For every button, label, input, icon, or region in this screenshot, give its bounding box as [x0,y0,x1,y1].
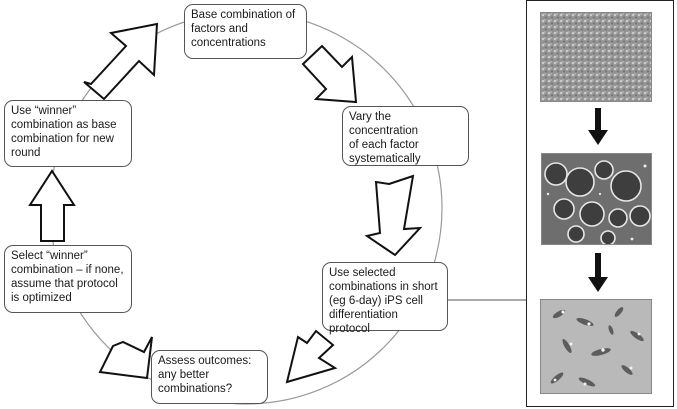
step-select-winner: Select “winner” combination – if none, a… [4,245,132,313]
ips-colony-dense-micrograph [540,12,652,102]
differentiated-cells-micrograph [540,299,652,394]
cycle-arrow-5 [98,336,153,380]
step-assess-outcomes: Assess outcomes: any better combinations… [151,350,268,404]
step-use-winner-as-base: Use “winner” combination as base combina… [4,100,132,167]
step-vary-concentration: Vary the concentration of each factor sy… [342,106,469,166]
step-base-combination: Base combination of factors and concentr… [184,4,307,59]
step-use-selected-combinations: Use selected combinations in short (eg 6… [322,262,448,335]
embryoid-body-micrograph [541,153,652,245]
panel-down-arrow-1 [588,108,608,151]
cycle-arrow-6 [28,169,76,242]
panel-down-arrow-2 [588,253,608,298]
cycle-arrow-4 [285,329,338,384]
micrograph-panel [526,0,674,407]
cycle-arrow-1 [83,22,159,101]
cycle-arrow-2 [301,44,358,104]
cycle-arrow-3 [364,174,423,257]
